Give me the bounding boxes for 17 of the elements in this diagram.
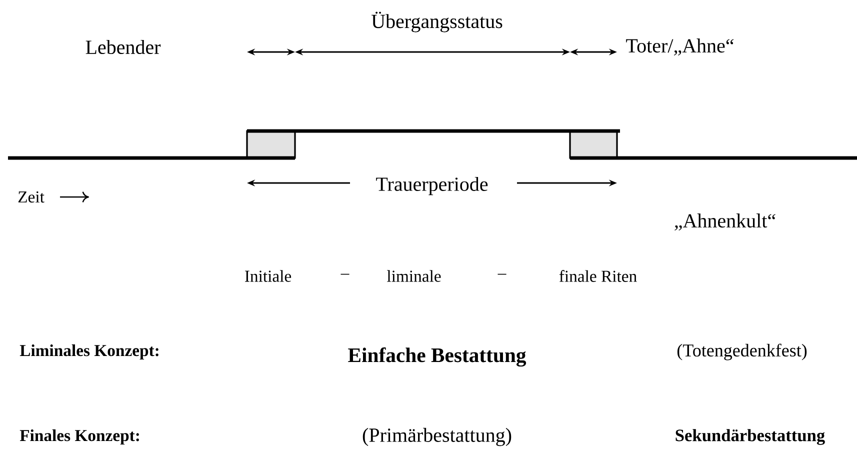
- label: Toter/„Ahne“: [626, 38, 734, 56]
- label: Zeit: [18, 191, 44, 203]
- label: Initiale: [245, 270, 292, 282]
- label: –: [498, 274, 506, 275]
- label: Trauerperiode: [376, 176, 488, 196]
- label: –: [340, 274, 350, 275]
- label: (Primärbestattung): [362, 428, 512, 446]
- label: Übergangsstatus: [372, 12, 502, 32]
- label: finale Riten: [559, 270, 637, 282]
- label: Sekundärbestattung: [676, 429, 825, 445]
- label: (Totengedenkfest): [677, 344, 807, 360]
- label: Liminales Konzept:: [20, 344, 158, 360]
- label: „Ahnenkult“: [674, 214, 776, 230]
- label: liminale: [387, 270, 441, 282]
- label: Einfache Bestattung: [348, 347, 526, 367]
- label: Finales Konzept:: [20, 429, 139, 445]
- label: Lebender: [86, 40, 161, 54]
